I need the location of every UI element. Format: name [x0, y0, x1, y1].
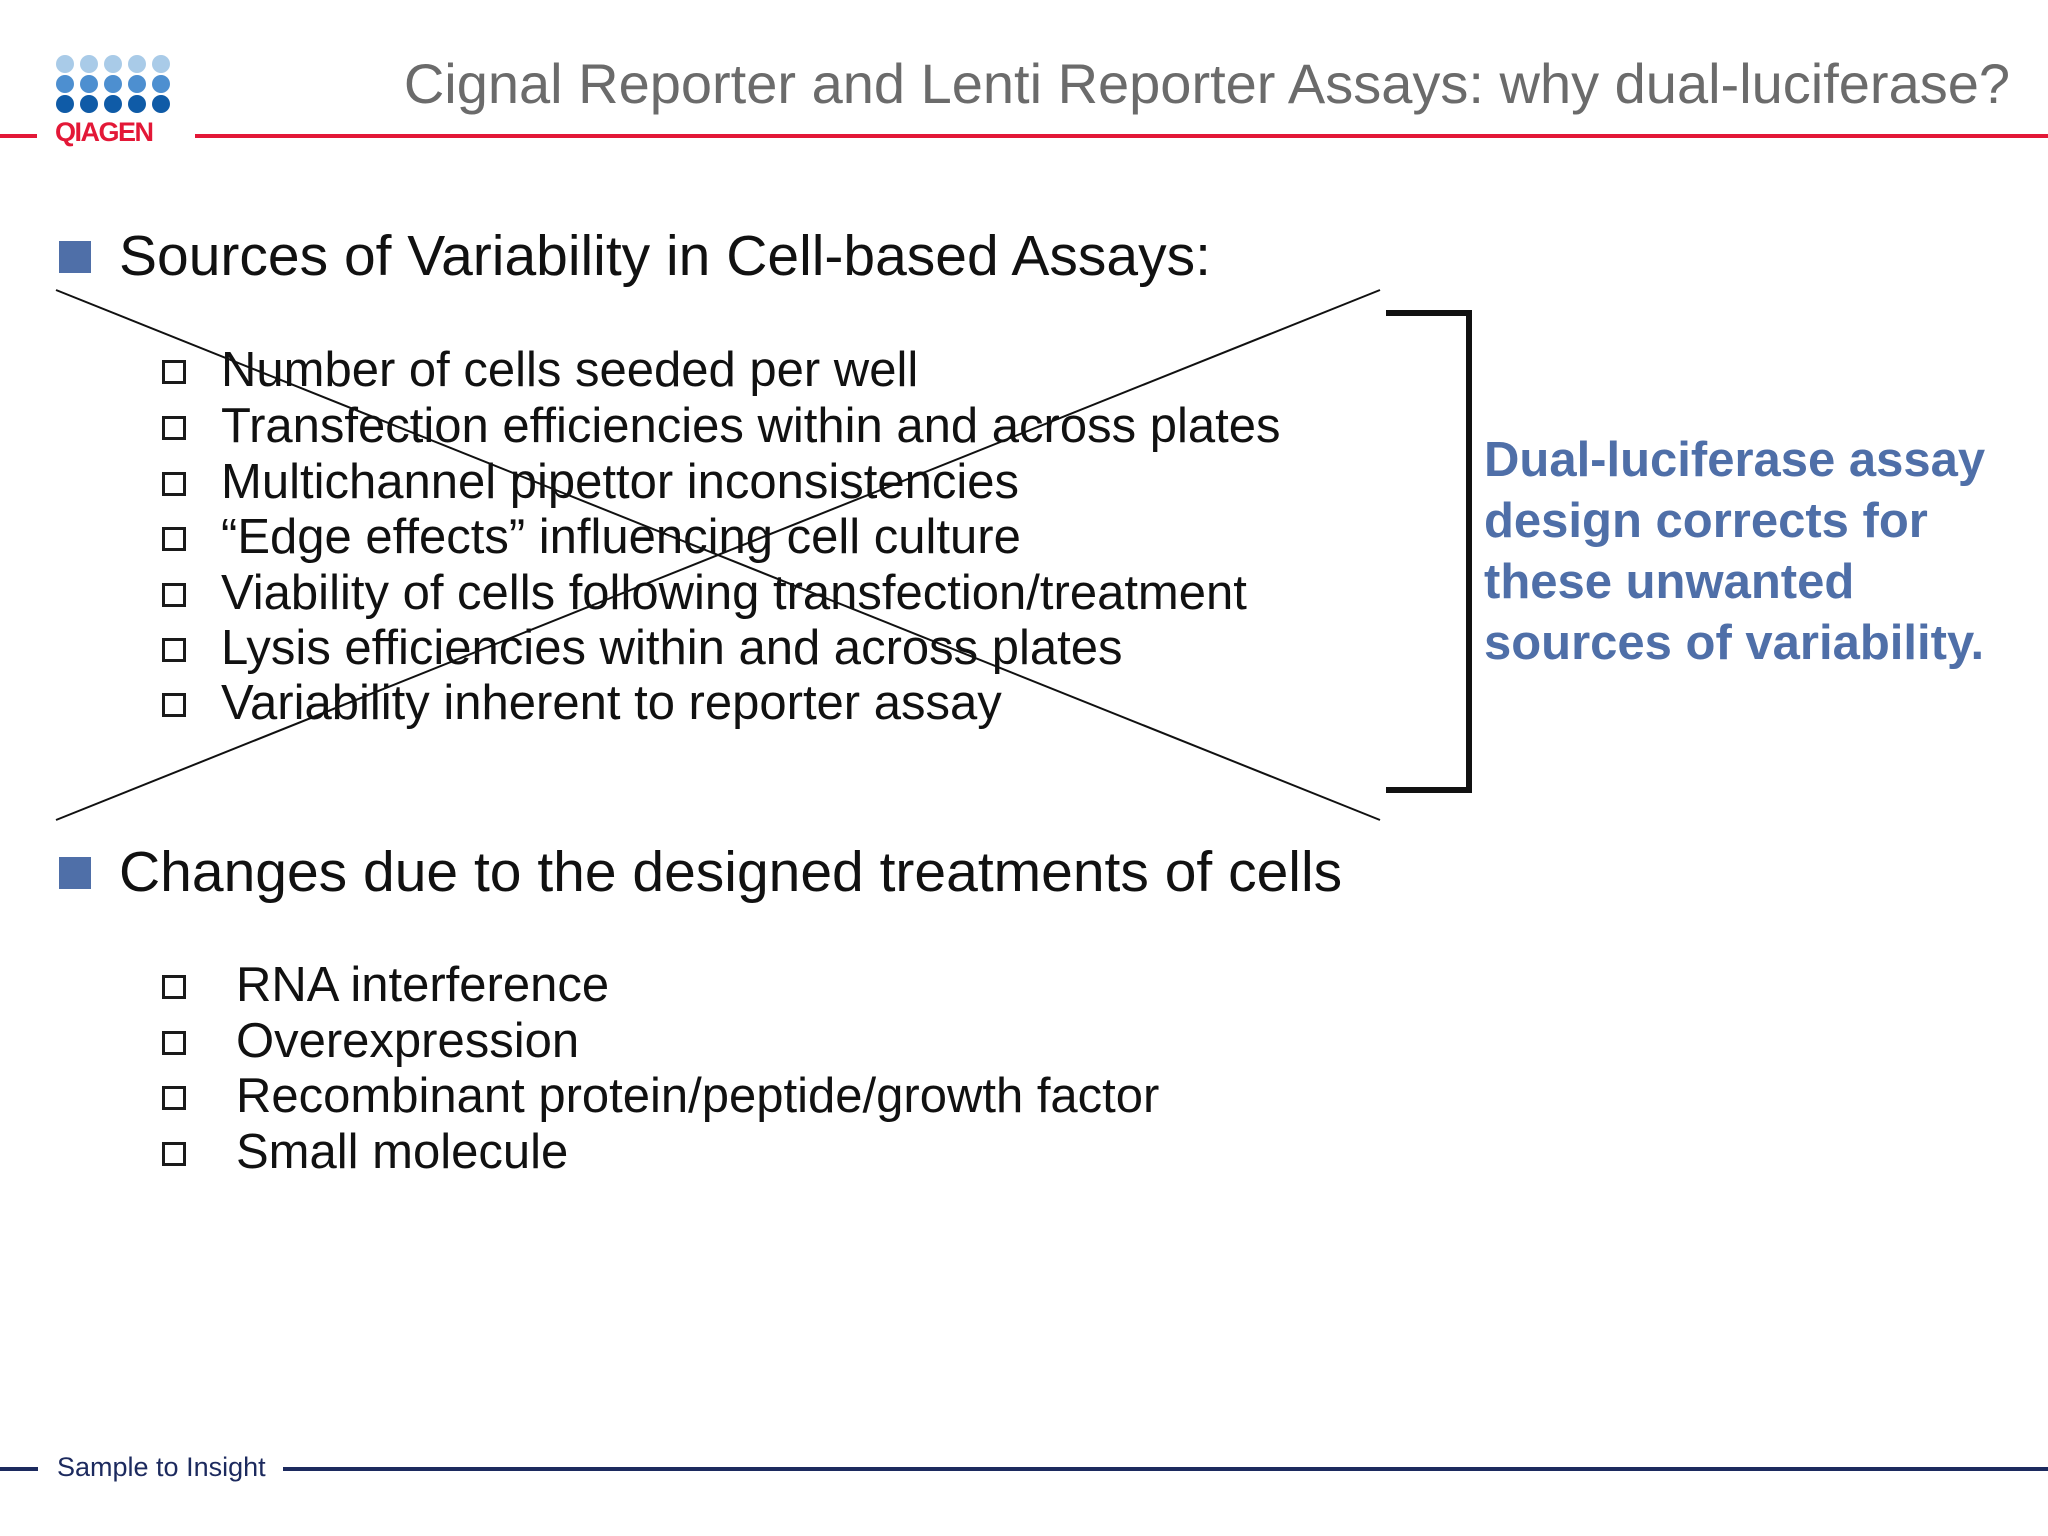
- sub-bullet-icon: [162, 638, 186, 662]
- sub-bullet-icon: [162, 1086, 186, 1110]
- footer-rule-right: [283, 1467, 2048, 1471]
- logo-dot: [56, 75, 74, 93]
- treatment-item: Overexpression: [236, 1014, 580, 1068]
- sub-bullet-icon: [162, 583, 186, 607]
- footer-rule-left: [0, 1467, 38, 1471]
- sub-bullet-icon: [162, 416, 186, 440]
- callout-line: Dual-luciferase assay: [1484, 433, 1986, 487]
- logo-dot: [104, 95, 122, 113]
- treatment-item: Recombinant protein/peptide/growth facto…: [236, 1069, 1160, 1123]
- callout-line: design corrects for: [1484, 494, 1928, 548]
- logo-text: QIAGEN: [55, 117, 154, 147]
- variability-item: Lysis efficiencies within and across pla…: [221, 621, 1123, 675]
- logo-dot: [152, 75, 170, 93]
- logo-dot: [56, 95, 74, 113]
- logo-dot: [152, 55, 170, 73]
- footer-tagline: Sample to Insight: [57, 1452, 266, 1482]
- treatment-item: RNA interference: [236, 958, 610, 1012]
- logo-dot: [104, 75, 122, 93]
- callout-line: these unwanted: [1484, 555, 1855, 609]
- logo-dot: [152, 95, 170, 113]
- section1-heading: Sources of Variability in Cell-based Ass…: [119, 224, 1211, 288]
- sub-bullet-icon: [162, 360, 186, 384]
- sub-bullet-icon: [162, 975, 186, 999]
- logo-dot: [128, 55, 146, 73]
- logo-dot: [128, 75, 146, 93]
- sub-bullet-icon: [162, 527, 186, 551]
- qiagen-logo: QIAGEN: [52, 55, 186, 155]
- logo-dot: [80, 75, 98, 93]
- callout-line: sources of variability.: [1484, 616, 1985, 670]
- variability-item: Viability of cells following transfectio…: [221, 566, 1247, 620]
- section2-bullet-icon: [59, 857, 91, 889]
- logo-dot: [104, 55, 122, 73]
- variability-item: Variability inherent to reporter assay: [221, 676, 1002, 730]
- sub-bullet-icon: [162, 693, 186, 717]
- logo-dot: [56, 55, 74, 73]
- dual-luciferase-callout: Dual-luciferase assay design corrects fo…: [1484, 430, 2044, 674]
- logo-dot: [128, 95, 146, 113]
- variability-item: Number of cells seeded per well: [221, 343, 919, 397]
- logo-dot: [80, 95, 98, 113]
- variability-item: Transfection efficiencies within and acr…: [221, 399, 1281, 453]
- header-rule-right: [195, 134, 2048, 138]
- header-rule-left: [0, 134, 37, 138]
- slide-title: Cignal Reporter and Lenti Reporter Assay…: [403, 52, 2010, 115]
- logo-dot: [80, 55, 98, 73]
- section2-heading: Changes due to the designed treatments o…: [119, 840, 1343, 904]
- sub-bullet-icon: [162, 1142, 186, 1166]
- bracket-icon: [1386, 310, 1472, 793]
- section1-bullet-icon: [59, 241, 91, 273]
- sub-bullet-icon: [162, 1031, 186, 1055]
- treatment-item: Small molecule: [236, 1125, 569, 1179]
- variability-item: Multichannel pipettor inconsistencies: [221, 455, 1020, 509]
- variability-item: “Edge effects” influencing cell culture: [221, 510, 1021, 564]
- sub-bullet-icon: [162, 472, 186, 496]
